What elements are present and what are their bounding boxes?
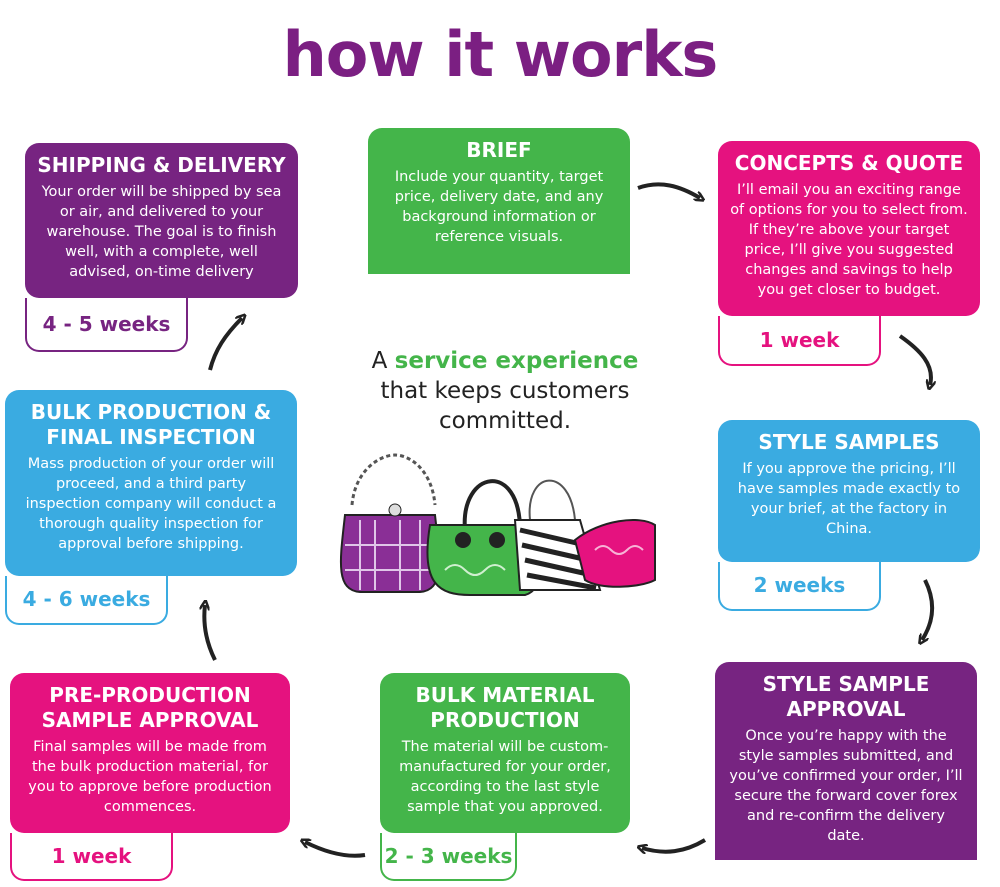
step-text: Final samples will be made from the bulk…: [28, 739, 272, 815]
zebra-bag-handle-icon: [528, 479, 576, 521]
step-duration: 1 week: [10, 833, 173, 881]
step-heading: CONCEPTS & QUOTE: [734, 151, 964, 175]
arrow-icon: [637, 182, 700, 198]
step-text: If you approve the pricing, I’ll have sa…: [737, 461, 961, 537]
purple-bag-handle-icon: [350, 453, 437, 506]
green-bag-handle-icon: [462, 479, 522, 531]
step-heading: BULK PRODUCTION & FINAL INSPECTION: [30, 400, 272, 449]
step-text: I’ll email you an exciting range of opti…: [730, 182, 968, 298]
step-pre-production-approval: PRE-PRODUCTION SAMPLE APPROVAL Final sam…: [10, 673, 290, 833]
step-brief: BRIEF Include your quantity, target pric…: [368, 128, 630, 274]
step-duration: 1 week: [718, 316, 881, 366]
arrow-icon: [922, 579, 935, 640]
arrow-icon: [898, 334, 931, 385]
step-heading: BRIEF: [466, 138, 532, 162]
step-text: Mass production of your order will proce…: [25, 456, 277, 552]
step-concepts-quote: CONCEPTS & QUOTE I’ll email you an excit…: [718, 141, 980, 316]
arrow-icon: [305, 842, 366, 858]
step-duration: 2 weeks: [718, 562, 881, 611]
step-text: Once you’re happy with the style samples…: [729, 728, 963, 844]
handbags-illustration: [339, 453, 656, 596]
step-bulk-production: BULK PRODUCTION & FINAL INSPECTION Mass …: [5, 390, 297, 576]
step-shipping-delivery: SHIPPING & DELIVERY Your order will be s…: [25, 143, 298, 298]
purple-bag-icon: [339, 514, 441, 593]
step-duration: 2 - 3 weeks: [380, 833, 517, 881]
step-duration: 4 - 5 weeks: [25, 298, 188, 352]
tagline: A service experience that keeps customer…: [360, 346, 650, 436]
page-title: how it works: [282, 18, 719, 91]
arrow-icon: [204, 605, 217, 661]
step-text: Include your quantity, target price, del…: [394, 169, 604, 245]
step-heading: BULK MATERIAL PRODUCTION: [415, 683, 595, 732]
step-heading: PRE-PRODUCTION SAMPLE APPROVAL: [41, 683, 259, 732]
step-duration: 4 - 6 weeks: [5, 576, 168, 625]
arrow-icon: [642, 838, 707, 852]
step-heading: SHIPPING & DELIVERY: [37, 153, 286, 177]
step-style-sample-approval: STYLE SAMPLE APPROVAL Once you’re happy …: [715, 662, 977, 860]
step-text: The material will be custom-manufactured…: [399, 739, 611, 815]
step-heading: STYLE SAMPLES: [758, 430, 940, 454]
step-text: Your order will be shipped by sea or air…: [41, 184, 282, 280]
tagline-highlight: service experience: [394, 348, 639, 374]
step-heading: STYLE SAMPLE APPROVAL: [762, 672, 930, 721]
tagline-rest: that keeps customers committed.: [380, 378, 630, 434]
step-style-samples: STYLE SAMPLES If you approve the pricing…: [718, 420, 980, 562]
tagline-prefix: A: [371, 348, 395, 374]
arrow-icon: [208, 318, 242, 371]
step-bulk-material: BULK MATERIAL PRODUCTION The material wi…: [380, 673, 630, 833]
